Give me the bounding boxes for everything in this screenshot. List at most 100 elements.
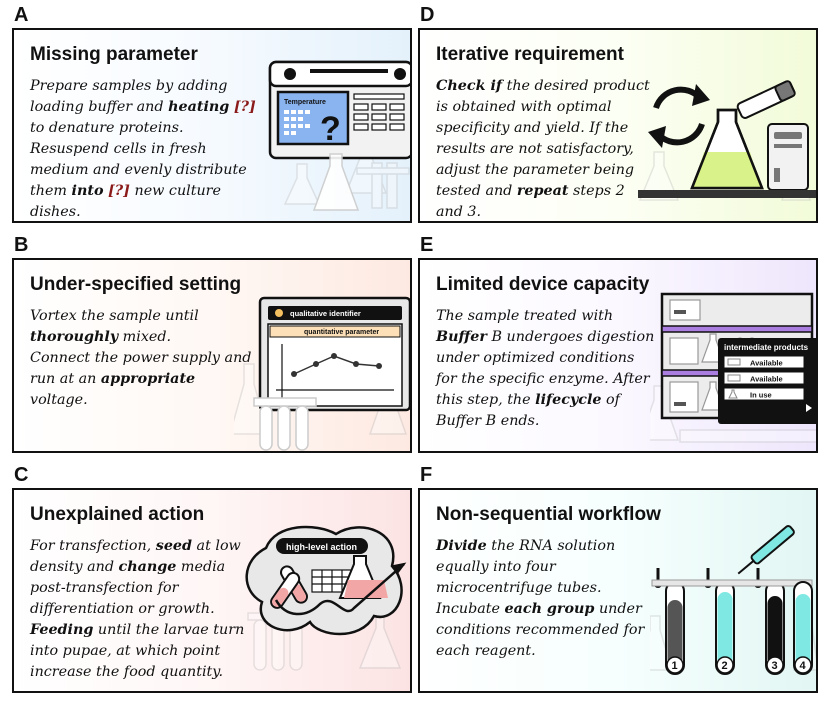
tube-number-1: 1	[672, 660, 678, 672]
text-span: into pupae, at which point	[30, 643, 221, 659]
emphasis-text: heating	[168, 99, 230, 115]
text-span: specificity and yield. If the	[436, 120, 629, 136]
qualitative-identifier-label: qualitative identifier	[290, 309, 361, 318]
monitor-chart-illustration: qualitative identifier quantitative para…	[234, 296, 410, 451]
panel-letter-f: F	[420, 464, 433, 486]
text-span: conditions recommended for	[436, 622, 645, 638]
text-span: each reagent.	[436, 643, 536, 659]
text-span: is obtained with optimal	[436, 99, 612, 115]
text-span: adjust the parameter being	[436, 162, 635, 178]
text-span: this step, the	[436, 392, 536, 408]
tube-number-2: 2	[722, 660, 728, 672]
text-span: until the larvae turn	[93, 622, 245, 638]
screen-label: Temperature	[284, 99, 326, 106]
text-span: at low	[192, 538, 241, 554]
text-span: new culture	[129, 183, 221, 199]
text-line: them into [?] new culture	[30, 181, 256, 202]
text-span: Prepare samples by adding	[30, 78, 228, 94]
emphasis-text: Check if	[436, 78, 503, 94]
text-span: results are not satisfactory,	[436, 141, 634, 157]
text-line: this step, the lifecycle of	[436, 390, 654, 411]
text-span: Buffer B ends.	[436, 413, 540, 429]
text-line: tested and repeat steps 2	[436, 181, 650, 202]
text-span: Vortex the sample until	[30, 308, 199, 324]
text-span: post-transfection for	[30, 580, 179, 596]
panel-text: Divide the RNA solution equally into four…	[436, 536, 644, 662]
text-span: under	[594, 601, 642, 617]
emphasis-text: Feeding	[30, 622, 94, 638]
panel-under-specified-setting: Under-specified setting Vortex the sampl…	[12, 258, 412, 453]
panel-letter-e: E	[420, 234, 434, 256]
status-row-2: Available	[750, 375, 783, 384]
panel-text: Check if the desired product is obtained …	[436, 76, 650, 221]
text-line: run at an appropriate	[30, 369, 251, 390]
text-line: for the specific enzyme. After	[436, 369, 654, 390]
panel-unexplained-action: Unexplained action For transfection, see…	[12, 488, 412, 693]
panel-title: Under-specified setting	[30, 274, 242, 295]
question-mark-icon: ?	[320, 110, 341, 148]
text-span: and 3.	[436, 204, 482, 220]
emphasis-text: repeat	[516, 183, 569, 199]
text-line: into pupae, at which point	[30, 641, 244, 662]
text-span: to denature proteins.	[30, 120, 184, 136]
repeat-flask-illustration	[638, 80, 816, 201]
text-span: density and	[30, 559, 119, 575]
text-line: dishes.	[30, 202, 256, 221]
quantitative-parameter-label: quantitative parameter	[304, 329, 379, 336]
text-span: Resuspend cells in fresh	[30, 141, 207, 157]
text-span: dishes.	[30, 204, 81, 220]
panel-limited-device-capacity: Limited device capacity The sample treat…	[418, 258, 818, 453]
text-line: differentiation or growth.	[30, 599, 244, 620]
text-line: each reagent.	[436, 641, 644, 662]
text-line: under optimized conditions	[436, 348, 654, 369]
text-span: for the specific enzyme. After	[436, 371, 650, 387]
panel-non-sequential-workflow: Non-sequential workflow Divide the RNA s…	[418, 488, 818, 693]
panel-title: Limited device capacity	[436, 274, 650, 295]
text-span: equally into four	[436, 559, 556, 575]
emphasis-text: lifecycle	[535, 392, 602, 408]
text-line: medium and evenly distribute	[30, 160, 256, 181]
panel-missing-parameter: Missing parameter Prepare samples by add…	[12, 28, 412, 223]
emphasis-text: thoroughly	[30, 329, 119, 345]
emphasis-text: appropriate	[100, 371, 196, 387]
text-line: equally into four	[436, 557, 644, 578]
text-line: density and change media	[30, 557, 244, 578]
emphasis-text: change	[118, 559, 177, 575]
panel-title: Missing parameter	[30, 44, 198, 65]
text-line: is obtained with optimal	[436, 97, 650, 118]
text-span: the RNA solution	[486, 538, 616, 554]
text-span: of	[601, 392, 620, 408]
panel-letter-a: A	[14, 4, 29, 26]
emphasis-text: into	[71, 183, 104, 199]
text-line: Divide the RNA solution	[436, 536, 644, 557]
status-row-3: In use	[750, 391, 772, 400]
text-line: adjust the parameter being	[436, 160, 650, 181]
text-line: loading buffer and heating [?]	[30, 97, 256, 118]
text-line: Resuspend cells in fresh	[30, 139, 256, 160]
heater-device-illustration: Temperature ?	[268, 60, 410, 211]
text-line: voltage.	[30, 390, 251, 411]
text-line: thoroughly mixed.	[30, 327, 251, 348]
missing-value-marker: [?]	[108, 183, 130, 199]
text-span: loading buffer and	[30, 99, 169, 115]
panel-iterative-requirement: Iterative requirement Check if the desir…	[418, 28, 818, 223]
text-line: conditions recommended for	[436, 620, 644, 641]
text-span: increase the food quantity.	[30, 664, 223, 680]
text-line: For transfection, seed at low	[30, 536, 244, 557]
text-line: Incubate each group under	[436, 599, 644, 620]
panel-letter-d: D	[420, 4, 435, 26]
text-line: Buffer B undergoes digestion	[436, 327, 654, 348]
missing-value-marker: [?]	[233, 99, 256, 115]
text-span: Connect the power supply and	[30, 350, 252, 366]
text-span: microcentrifuge tubes.	[436, 580, 602, 596]
high-level-action-label: high-level action	[286, 542, 357, 552]
text-span: differentiation or growth.	[30, 601, 215, 617]
text-span: the desired product	[502, 78, 650, 94]
panel-text: Prepare samples by adding loading buffer …	[30, 76, 256, 221]
text-span: under optimized conditions	[436, 350, 635, 366]
text-span: them	[30, 183, 72, 199]
text-span: medium and evenly distribute	[30, 162, 247, 178]
text-line: to denature proteins.	[30, 118, 256, 139]
panel-letter-b: B	[14, 234, 29, 256]
